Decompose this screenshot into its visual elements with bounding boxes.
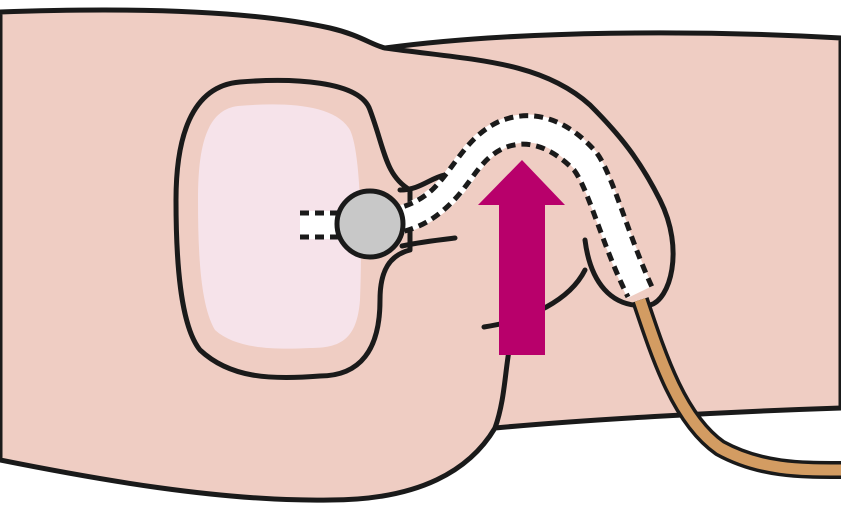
catheter-port xyxy=(337,191,403,257)
